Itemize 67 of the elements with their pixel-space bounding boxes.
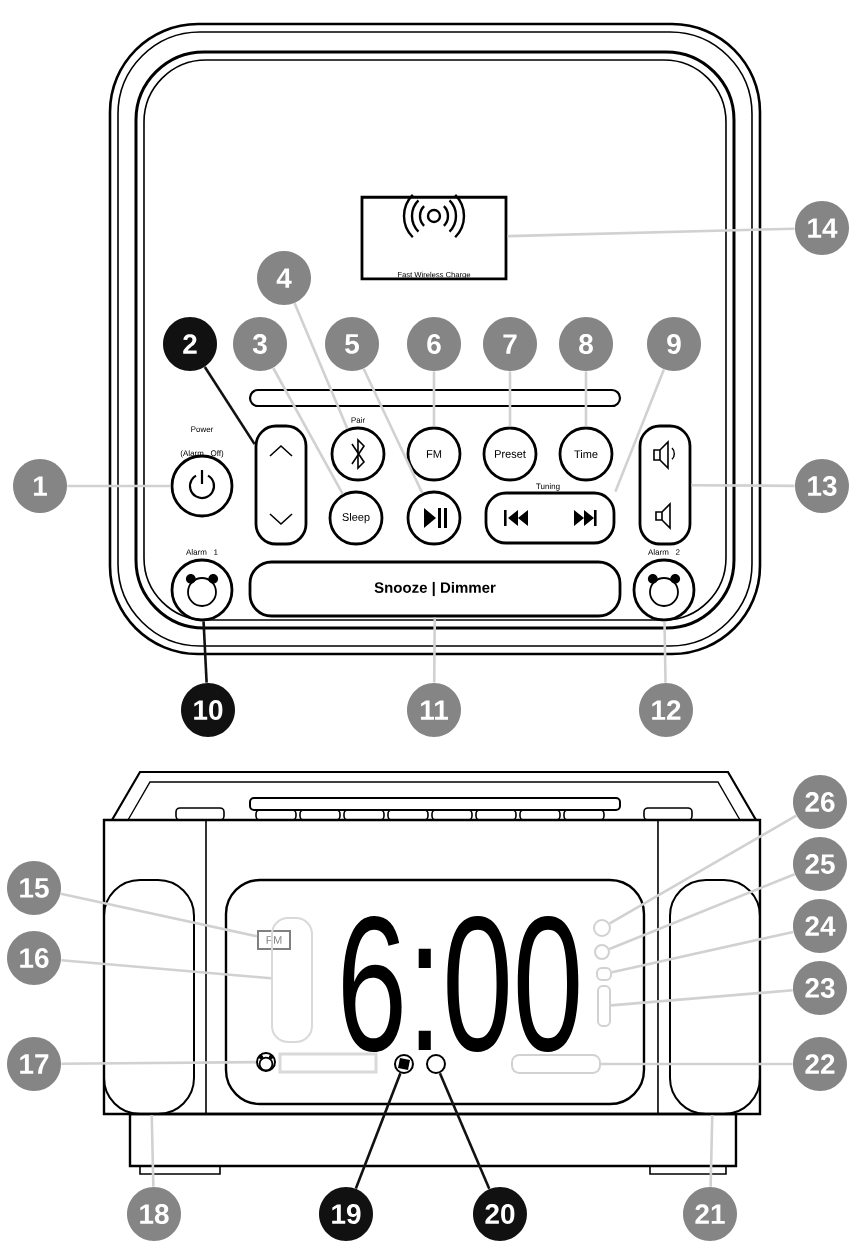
leader-line [508,371,512,427]
leader-line [432,617,437,683]
power-button [170,454,234,518]
callout-number: 24 [793,899,847,953]
speaker-panel [669,879,761,1115]
leader-line [507,227,795,238]
leader-line [60,892,258,938]
clock-digits: 6:00 [343,916,579,1052]
leader-line [709,1114,714,1187]
callout-number: 9 [647,317,701,371]
callout-number: 22 [793,1037,847,1091]
callout-number: 12 [639,683,693,737]
callout-number: 15 [7,861,61,915]
callout-number: 13 [795,459,849,513]
callout-number: 25 [793,837,847,891]
callout-number: 4 [257,251,311,305]
status-indicator [593,919,611,937]
leader-line [203,366,256,445]
alarm-indicator [256,1052,276,1072]
callout-number: 2 [163,317,217,371]
leader-line [584,371,588,427]
callout-number: 20 [473,1187,527,1241]
leader-line [432,371,436,427]
callout-number: 18 [127,1187,181,1241]
callout-number: 1 [13,459,67,513]
leader-line [293,302,349,430]
leader-line [691,483,795,488]
status-indicator [594,944,610,960]
callout-number: 6 [407,317,461,371]
leader-line [362,368,424,494]
level-indicator [596,967,612,981]
callout-number: 21 [683,1187,737,1241]
digit-segment [511,1054,601,1074]
callout-number: 5 [325,317,379,371]
level-indicator [597,985,611,1027]
leader-line [438,1072,491,1190]
callout-number: 23 [793,961,847,1015]
callout-number: 19 [319,1187,373,1241]
callout-number: 16 [7,931,61,985]
callout-number: 7 [483,317,537,371]
alarm-button [170,558,234,622]
callout-number: 10 [181,683,235,737]
callout-number: 26 [793,775,847,829]
leader-line [608,873,796,951]
indicator-icon [394,1054,414,1074]
leader-line [354,1072,402,1189]
leader-line [601,1062,793,1066]
callout-number: 14 [795,201,849,255]
leader-line [61,959,272,980]
speaker-panel [103,879,195,1115]
bluetooth-button [330,426,386,482]
leader-line [609,814,797,925]
play-pause-button [406,490,462,546]
volume-button [638,424,692,546]
leader-line [61,1060,256,1066]
leader-line [611,930,794,974]
tuning-button [484,491,616,545]
fm-indicator [426,1054,446,1074]
up-down-button [254,424,308,546]
leader-line [150,1114,155,1187]
leader-line [610,988,793,1007]
callout-number: 17 [7,1037,61,1091]
callout-number: 3 [233,317,287,371]
alarm-button [632,558,696,622]
callout-number: 11 [407,683,461,737]
leader-line [67,484,171,488]
callout-number: 8 [559,317,613,371]
